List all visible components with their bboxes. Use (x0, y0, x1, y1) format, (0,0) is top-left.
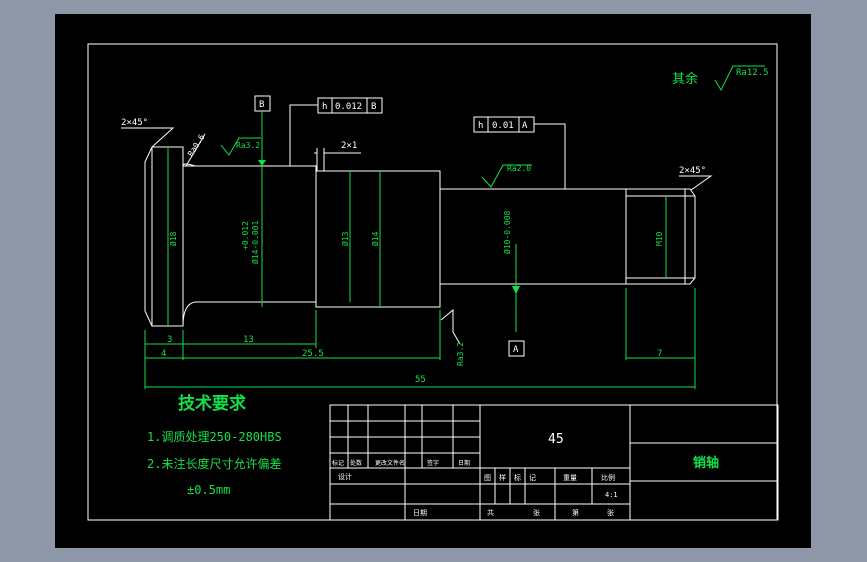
dia-14-upper: +0.012 (241, 221, 250, 250)
drawing-canvas: 其余 Ra12.5 2×45° 2×45° B h 0.012 B h 0.01… (87, 43, 779, 521)
date-label: 日期 (413, 509, 427, 517)
roughness-4-symbol (440, 308, 461, 345)
scale-label: 比例 (601, 473, 615, 482)
dia-14-label: Ø14 (370, 231, 380, 246)
roughness-2-label: Ra3.2 (236, 141, 260, 150)
sheet-label-3: 张 (607, 508, 614, 517)
dim-13-label: 13 (243, 335, 254, 345)
datum-a-box (508, 340, 525, 357)
weight-label: 重量 (563, 474, 577, 482)
tol-frame-mid-leader (534, 123, 566, 189)
dim-55-label: 55 (415, 375, 426, 385)
dia-14-tol-label: Ø14-0.001 (250, 220, 260, 264)
dim-25-5-label: 25.5 (302, 349, 324, 359)
drawing-border (87, 43, 778, 521)
datum-a-label: A (513, 345, 519, 355)
shaft-outline (144, 146, 696, 327)
tol-frame-top-symbol: h (322, 102, 327, 112)
tol-frame-top-value: 0.012 (335, 102, 362, 112)
dim-7-label: 7 (657, 349, 662, 359)
roughness-3-symbol (481, 164, 532, 188)
stage-label-2: 标 (514, 473, 521, 482)
sheet-label-0: 共 (487, 508, 494, 517)
roughness-1-leader (185, 133, 206, 167)
tol-frame-mid-symbol: h (478, 121, 483, 131)
datum-b-label: B (259, 100, 264, 110)
part-name: 销轴 (693, 455, 719, 471)
row-label-0: 标记 (332, 459, 344, 467)
row-label-4: 日期 (458, 459, 470, 467)
rest-surface-roughness: Ra12.5 (736, 68, 769, 78)
tol-frame-top-leader (289, 104, 318, 166)
thread-label: M10 (655, 231, 664, 246)
datum-b-triangle (258, 160, 266, 166)
sheet-label-2: 第 (572, 508, 579, 517)
tech-title: 技术要求 (178, 393, 246, 414)
roughness-4-label: Ra3.2 (456, 342, 465, 366)
row-label-2: 更改文件名 (375, 459, 405, 467)
dim-3-label: 3 (167, 335, 172, 345)
chamfer-right-leader (679, 175, 713, 191)
groove-label: 2×1 (341, 141, 357, 151)
dim-4-label: 4 (161, 349, 166, 359)
sheet-label-1: 张 (533, 508, 540, 517)
stage-label-0: 图 (484, 474, 491, 482)
row-label-1: 处数 (350, 459, 362, 467)
roughness-2-symbol (220, 137, 261, 156)
tol-frame-mid-datum: A (522, 121, 528, 131)
dia-10-tol-label: Ø10-0.008 (502, 210, 512, 254)
roughness-symbol (714, 65, 765, 92)
tech-line-1: 1.调质处理250-280HBS (147, 430, 282, 444)
dia-18-label: Ø18 (168, 231, 178, 246)
title-block-grid (329, 404, 779, 521)
rest-surface-label: 其余 (672, 71, 698, 87)
chamfer-left-leader (121, 127, 175, 148)
tech-line-2: 2.未注长度尺寸允许偏差 (147, 456, 281, 471)
row-label-3: 签字 (427, 459, 439, 467)
designer-label: 设计 (338, 472, 352, 481)
datum-a-triangle (512, 286, 520, 294)
chamfer-left-label: 2×45° (121, 118, 148, 128)
stage-label-3: 记 (529, 474, 536, 482)
chamfer-right-label: 2×45° (679, 166, 706, 176)
tol-frame-mid-value: 0.01 (492, 121, 514, 131)
tol-frame-top-datum: B (371, 102, 376, 112)
roughness-3-label: Ra2.0 (507, 164, 531, 173)
cad-viewport[interactable]: 其余 Ra12.5 2×45° 2×45° B h 0.012 B h 0.01… (55, 14, 811, 548)
length-dim-lines (144, 288, 696, 389)
scale-value: 4:1 (605, 491, 618, 499)
material: 45 (548, 432, 564, 447)
dia-13-label: Ø13 (340, 231, 350, 246)
stage-label-1: 样 (499, 473, 506, 482)
tech-line-3: ±0.5mm (187, 483, 230, 497)
